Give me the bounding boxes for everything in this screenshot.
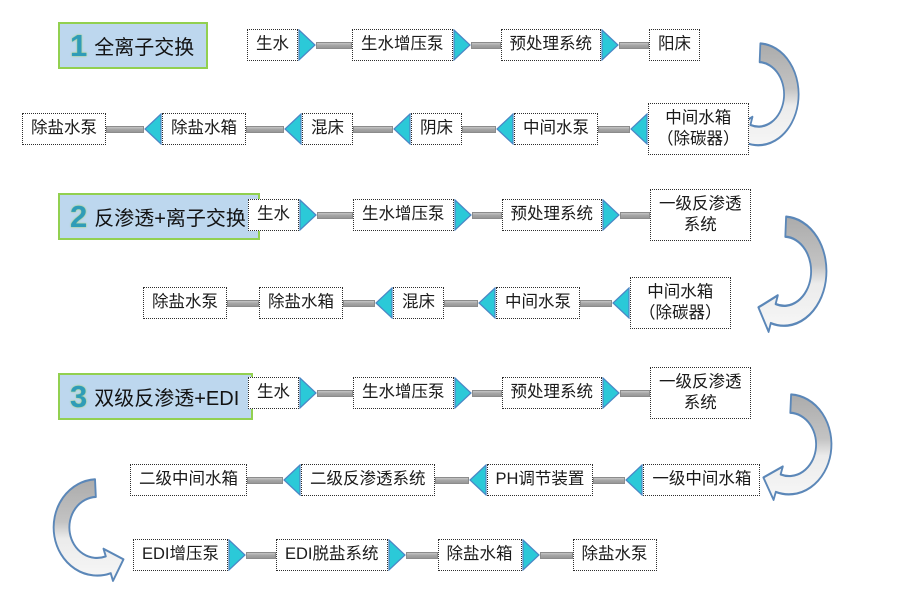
flow-node: 生水增压泵 [352,29,453,61]
pipe-connector [471,211,502,219]
pipe-connector [593,476,626,484]
section-3-number: 3 [70,379,88,414]
flow-node: 生水 [248,199,299,231]
flow-direction-triangle-icon [625,464,644,496]
flow-node: 一级反渗透系统 [650,366,751,420]
flow-node: 混床 [393,287,444,319]
flow-node: 生水增压泵 [353,377,454,409]
curved-flow-arrow-icon [52,478,125,582]
pipe-connector [539,551,573,559]
pipe-connector [580,299,612,307]
pipe-connector [471,389,502,397]
pipe-connector [620,389,650,397]
flow-node: 生水 [247,29,298,61]
pipe-connector [598,125,630,133]
flow-direction-triangle-icon [468,464,487,496]
flow-direction-triangle-icon [452,29,471,61]
flow-node: 除盐水泵 [143,287,227,319]
flow-direction-triangle-icon [602,199,620,231]
flow-direction-triangle-icon [496,113,514,145]
flow-node: 中间水箱（除碳器） [630,276,731,330]
flow-direction-triangle-icon [453,199,472,231]
flow-node: 中间水泵 [514,113,598,145]
pipe-connector [317,389,353,397]
section-2-number: 2 [70,199,88,234]
pipe-connector [317,211,353,219]
flow-node: EDI增压泵 [133,539,229,571]
flow-row-2-1: 生水 生水增压泵 预处理系统 一级反渗透系统 [248,188,751,242]
flow-direction-triangle-icon [453,377,472,409]
pipe-connector [470,41,501,49]
section-1-chip: 1 全离子交换 [58,22,209,69]
flow-node: 中间水泵 [496,287,580,319]
flow-node: 预处理系统 [500,29,601,61]
flow-direction-triangle-icon [144,113,162,145]
pipe-connector [353,125,393,133]
flow-node: 二级中间水箱 [130,464,247,496]
section-1-title: 全离子交换 [94,37,195,59]
flow-direction-triangle-icon [393,113,411,145]
flow-direction-triangle-icon [602,377,620,409]
flow-direction-triangle-icon [478,287,496,319]
flow-direction-triangle-icon [601,29,619,61]
flow-direction-triangle-icon [283,464,301,496]
flow-row-1-1: 生水 生水增压泵 预处理系统 阳床 [247,28,700,62]
pipe-connector [619,41,649,49]
flow-node: 二级反渗透系统 [301,464,435,496]
section-3-chip: 3 双级反渗透+EDI [58,373,254,420]
flow-direction-triangle-icon [284,113,302,145]
flow-direction-triangle-icon [612,287,630,319]
pipe-connector [620,211,650,219]
flow-node: 阳床 [649,29,700,61]
flow-direction-triangle-icon [521,539,540,571]
flow-direction-triangle-icon [630,113,648,145]
flow-node: 除盐水箱 [162,113,246,145]
flow-node: 生水增压泵 [353,199,454,231]
section-2-title: 反渗透+离子交换 [94,208,246,230]
flow-row-2-2: 除盐水泵 除盐水箱 混床 中间水泵 中间水箱（除碳器） [143,276,731,330]
flow-node: 生水 [248,377,299,409]
flow-node: 混床 [302,113,353,145]
flow-row-3-2: 二级中间水箱 二级反渗透系统 PH调节装置 一级中间水箱 [130,463,761,497]
pipe-connector [462,125,496,133]
flow-node: 预处理系统 [501,377,602,409]
flow-node: 除盐水箱 [259,287,343,319]
flow-direction-triangle-icon [298,29,316,61]
flow-node: 预处理系统 [501,199,602,231]
flow-direction-triangle-icon [299,377,317,409]
flow-node: 一级反渗透系统 [650,188,751,242]
flow-node: 一级中间水箱 [643,464,761,496]
section-1-number: 1 [70,28,88,63]
pipe-connector [444,299,478,307]
flow-row-1-2: 除盐水泵 除盐水箱 混床 阴床 中间水泵 中间水箱（除碳器） [22,102,749,156]
pipe-connector [247,476,283,484]
pipe-connector [343,299,375,307]
pipe-connector [246,125,284,133]
flow-node: 中间水箱（除碳器） [648,102,749,156]
pipe-connector [246,551,277,559]
section-3-title: 双级反渗透+EDI [94,388,240,410]
curved-flow-arrow-icon [757,215,828,333]
flow-direction-triangle-icon [228,539,246,571]
flow-row-3-3: EDI增压泵 EDI脱盐系统 除盐水箱 除盐水泵 [133,538,657,572]
section-2-chip: 2 反渗透+离子交换 [58,193,260,240]
pipe-connector [405,551,438,559]
flow-node: 除盐水泵 [572,539,657,571]
pipe-connector [316,41,352,49]
flow-node: PH调节装置 [486,464,594,496]
flow-direction-triangle-icon [299,199,317,231]
flow-node: EDI脱盐系统 [276,539,388,571]
pipe-connector [106,125,144,133]
flow-node: 阴床 [411,113,462,145]
curved-flow-arrow-icon [762,393,833,501]
flow-node: 除盐水箱 [437,539,522,571]
flow-direction-triangle-icon [387,539,406,571]
flow-node: 除盐水泵 [22,113,106,145]
flow-direction-triangle-icon [375,287,393,319]
pipe-connector [227,299,259,307]
pipe-connector [434,476,469,484]
flow-row-3-1: 生水 生水增压泵 预处理系统 一级反渗透系统 [248,366,751,420]
